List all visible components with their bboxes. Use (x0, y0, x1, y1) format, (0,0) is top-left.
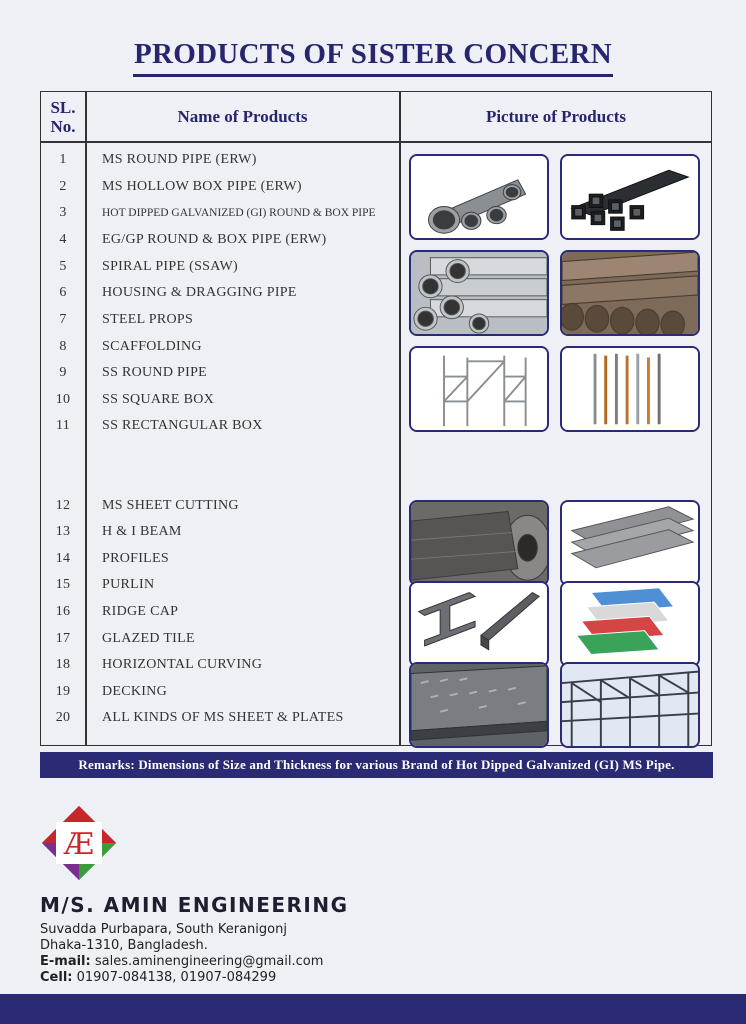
box-pipes-photo (560, 154, 700, 240)
email-address[interactable]: sales.aminengineering@gmail.com (94, 954, 324, 969)
products-table: SL. No. Name of Products Picture of Prod… (40, 91, 712, 746)
header-divider (41, 141, 711, 143)
footer-bar (0, 994, 746, 1024)
column-divider (85, 92, 87, 745)
header-picture-of-products: Picture of Products (485, 107, 627, 126)
cell-line: Cell: 01907-084138, 01907-084299 (40, 970, 276, 985)
column-divider (399, 92, 401, 745)
beams-photo (409, 581, 549, 667)
checker-plate-photo (409, 662, 549, 748)
address-line-1: Suvadda Purbapara, South Keranigonj (40, 922, 287, 937)
galvanized-pipes-photo (409, 250, 549, 336)
spiral-pipes-photo (560, 250, 700, 336)
roof-sheets-photo (560, 581, 700, 667)
steel-coils-photo (409, 500, 549, 586)
round-pipes-photo (409, 154, 549, 240)
steel-props-photo (560, 346, 700, 432)
steel-sheets-photo (560, 500, 700, 586)
address-line-2: Dhaka-1310, Bangladesh. (40, 938, 208, 953)
cell-label: Cell: (40, 970, 73, 985)
company-name: M/S. AMIN ENGINEERING (40, 893, 349, 917)
header-name-of-products: Name of Products (177, 107, 308, 126)
logo-text: Æ (63, 827, 94, 862)
steel-structure-photo (560, 662, 700, 748)
page-title: PRODUCTS OF SISTER CONCERN (133, 38, 613, 70)
header-sl-no: SL. No. (50, 97, 76, 136)
cell-numbers: 01907-084138, 01907-084299 (76, 970, 277, 985)
email-line: E-mail: sales.aminengineering@gmail.com (40, 954, 323, 969)
remarks-bar: Remarks: Dimensions of Size and Thicknes… (40, 752, 713, 778)
company-logo: Æ (40, 804, 118, 882)
title-underline (133, 74, 613, 77)
email-label: E-mail: (40, 954, 91, 969)
scaffolding-photo (409, 346, 549, 432)
